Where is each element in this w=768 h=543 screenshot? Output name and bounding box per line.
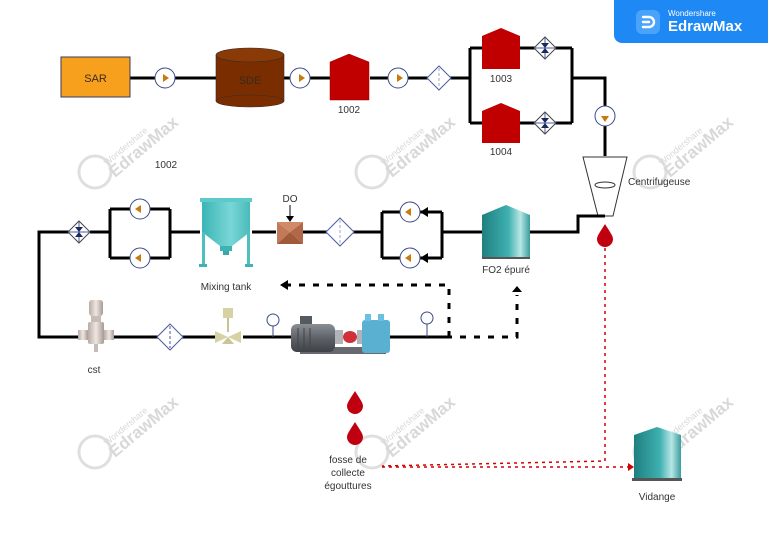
heater-1002-label: 1002 xyxy=(338,105,361,116)
sde-tank[interactable]: SDE xyxy=(215,47,285,108)
heater-1003-label: 1003 xyxy=(490,74,513,85)
drip-label-line: fosse de xyxy=(329,455,367,466)
drop-icon xyxy=(347,391,363,414)
motor-pump[interactable] xyxy=(291,314,390,354)
return-line xyxy=(288,283,519,339)
centrifuge-label: Centrifugeuse xyxy=(628,177,691,188)
fo2-tank-label: FO2 épuré xyxy=(482,265,530,276)
drop-icon xyxy=(597,224,613,247)
top-pipeline xyxy=(130,46,607,156)
drain-line xyxy=(381,248,628,468)
pump-icon[interactable] xyxy=(154,67,176,89)
pressure-gauge-icon[interactable] xyxy=(266,313,280,337)
pump-icon[interactable] xyxy=(387,67,409,89)
pump-icon[interactable] xyxy=(594,105,616,127)
flow-arrow-icon xyxy=(420,253,428,263)
mixing-tank[interactable]: Mixing tank xyxy=(199,198,253,293)
do-valve[interactable]: DO xyxy=(277,194,303,244)
pump-icon[interactable] xyxy=(129,198,151,220)
sar-box[interactable]: SAR xyxy=(60,56,131,98)
drain-tank-label: Vidange xyxy=(639,492,676,503)
filter-icon[interactable] xyxy=(325,217,355,247)
valve-icon[interactable] xyxy=(533,111,557,135)
do-valve-label: DO xyxy=(283,194,298,205)
filter-icon[interactable] xyxy=(156,323,184,351)
pressure-gauge-icon[interactable] xyxy=(420,311,434,337)
edrawmax-badge[interactable]: Wondershare EdrawMax xyxy=(614,0,768,43)
sde-label: SDE xyxy=(239,75,262,87)
floating-label-1002: 1002 xyxy=(155,160,178,171)
centrifuge[interactable]: Centrifugeuse xyxy=(582,156,691,217)
sar-label: SAR xyxy=(84,73,107,85)
pump-icon[interactable] xyxy=(289,67,311,89)
filter-icon[interactable] xyxy=(426,65,452,91)
drip-collection-label: fosse de collecte égouttures xyxy=(324,455,371,492)
mixing-tank-label: Mixing tank xyxy=(201,282,253,293)
badge-big-text: EdrawMax xyxy=(668,18,743,35)
heater-1003[interactable]: 1003 xyxy=(482,28,520,85)
heater-1004-label: 1004 xyxy=(490,147,513,158)
return-arrow-icon xyxy=(280,280,288,290)
badge-small-text: Wondershare xyxy=(668,9,716,18)
drip-label-line: collecte xyxy=(331,468,365,479)
drop-icon xyxy=(347,422,363,445)
cst-viscosimeter[interactable]: cst xyxy=(78,300,114,376)
watermark xyxy=(77,110,739,470)
heater-1004[interactable]: 1004 xyxy=(482,103,520,158)
fo2-tank[interactable]: FO2 épuré xyxy=(482,205,530,276)
flow-arrow-icon xyxy=(420,207,428,217)
valve-icon[interactable] xyxy=(533,36,557,60)
edrawmax-logo-icon xyxy=(636,10,660,34)
drip-label-line: égouttures xyxy=(324,481,371,492)
pump-icon[interactable] xyxy=(399,247,421,269)
return-arrow-icon xyxy=(512,286,522,292)
three-way-valve[interactable] xyxy=(215,308,241,344)
cst-label: cst xyxy=(88,365,101,376)
drain-arrow-icon xyxy=(628,463,634,471)
valve-icon[interactable] xyxy=(67,220,91,244)
drain-tank[interactable]: Vidange xyxy=(632,427,682,503)
heater-1002[interactable]: 1002 xyxy=(329,53,370,116)
pump-icon[interactable] xyxy=(129,247,151,269)
pump-icon[interactable] xyxy=(399,201,421,223)
